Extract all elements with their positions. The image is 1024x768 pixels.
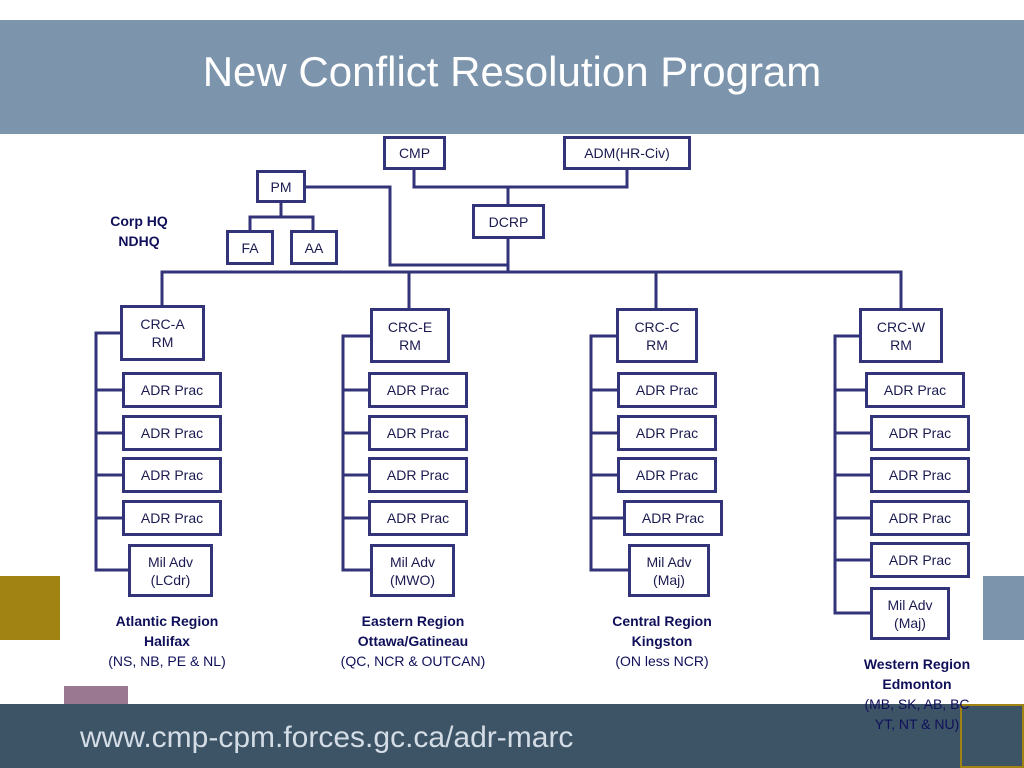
region-city: Edmonton xyxy=(882,676,952,692)
region-label-eastern: Eastern Region Ottawa/Gatineau (QC, NCR … xyxy=(313,611,513,671)
node-eastern-adr-4: ADR Prac xyxy=(368,500,468,536)
node-western-adr-4: ADR Prac xyxy=(870,500,970,536)
region-area: (QC, NCR & OUTCAN) xyxy=(340,653,486,669)
node-eastern-adr-1: ADR Prac xyxy=(368,372,468,408)
node-western-mil-adv: Mil Adv (Maj) xyxy=(870,587,950,640)
region-area-2: YT, NT & NU) xyxy=(874,716,960,732)
connector-lines xyxy=(94,168,903,615)
connector-cmp-adm xyxy=(412,168,629,189)
node-central-adr-1: ADR Prac xyxy=(617,372,717,408)
node-central-adr-3: ADR Prac xyxy=(617,457,717,493)
region-name: Eastern Region xyxy=(361,613,465,629)
node-atlantic-mil-adv: Mil Adv (LCdr) xyxy=(128,544,213,597)
region-area: (ON less NCR) xyxy=(615,653,709,669)
node-aa: AA xyxy=(290,230,338,265)
decor-square-mauve xyxy=(64,686,128,704)
node-atlantic-adr-3: ADR Prac xyxy=(122,457,222,493)
node-eastern-mil-adv: Mil Adv (MWO) xyxy=(370,544,455,597)
footer-band xyxy=(0,704,1024,768)
decor-square-outline xyxy=(960,704,1024,768)
node-central-adr-2: ADR Prac xyxy=(617,415,717,451)
region-city: Ottawa/Gatineau xyxy=(357,633,469,649)
node-western-adr-5: ADR Prac xyxy=(870,542,970,578)
node-dcrp: DCRP xyxy=(472,204,545,239)
region-label-central: Central Region Kingston (ON less NCR) xyxy=(562,611,762,671)
node-eastern-adr-2: ADR Prac xyxy=(368,415,468,451)
node-fa: FA xyxy=(226,230,274,265)
decor-square-blue xyxy=(983,576,1024,640)
region-city: Halifax xyxy=(144,633,190,649)
connector-pm-trunk xyxy=(304,185,510,267)
footer-url: www.cmp-cpm.forces.gc.ca/adr-marc xyxy=(80,721,574,754)
node-central-adr-4: ADR Prac xyxy=(623,500,723,536)
corp-hq-line2: NDHQ xyxy=(118,233,160,249)
corp-hq-label: Corp HQ NDHQ xyxy=(98,211,180,251)
region-label-western: Western Region Edmonton (MB, SK, AB, BC … xyxy=(831,654,1003,734)
region-area: (MB, SK, AB, BC xyxy=(864,696,970,712)
corp-hq-line1: Corp HQ xyxy=(110,213,168,229)
node-crc-a: CRC-A RM xyxy=(120,305,205,361)
node-crc-w: CRC-W RM xyxy=(859,308,943,363)
node-eastern-adr-3: ADR Prac xyxy=(368,457,468,493)
title-band xyxy=(0,20,1024,134)
region-label-atlantic: Atlantic Region Halifax (NS, NB, PE & NL… xyxy=(67,611,267,671)
node-western-adr-3: ADR Prac xyxy=(870,457,970,493)
region-area: (NS, NB, PE & NL) xyxy=(108,653,226,669)
node-atlantic-adr-4: ADR Prac xyxy=(122,500,222,536)
region-city: Kingston xyxy=(631,633,693,649)
node-crc-e: CRC-E RM xyxy=(370,308,450,363)
node-pm: PM xyxy=(256,170,306,203)
region-name: Central Region xyxy=(612,613,712,629)
region-name: Western Region xyxy=(863,656,971,672)
node-central-mil-adv: Mil Adv (Maj) xyxy=(628,544,710,597)
page-title: New Conflict Resolution Program xyxy=(202,48,822,95)
region-name: Atlantic Region xyxy=(115,613,219,629)
decor-square-gold xyxy=(0,576,60,640)
node-western-adr-1: ADR Prac xyxy=(865,372,965,408)
node-adm-hr-civ: ADM(HR-Civ) xyxy=(563,136,691,170)
node-atlantic-adr-2: ADR Prac xyxy=(122,415,222,451)
node-western-adr-2: ADR Prac xyxy=(870,415,970,451)
node-crc-c: CRC-C RM xyxy=(616,308,698,363)
node-atlantic-adr-1: ADR Prac xyxy=(122,372,222,408)
node-cmp: CMP xyxy=(383,136,446,170)
